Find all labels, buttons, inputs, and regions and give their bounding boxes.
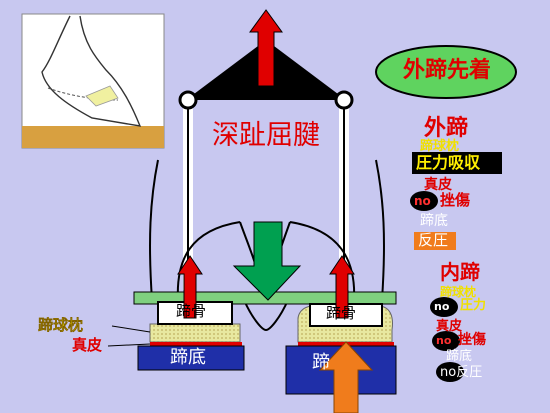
legend-decorations [410,152,502,382]
right-foot [285,303,397,395]
inner-no-badge-2: no [436,334,452,347]
outer-no-badge: no [414,194,431,208]
hoof-thumbnail [21,13,165,149]
red-arrow-right [329,255,355,319]
inner-no-badge-1: no [434,300,450,313]
right-sole-label: 蹄 [312,352,330,373]
title-badge: 外蹄先着 [402,58,491,83]
right-bone-label: 蹄骨 [326,304,357,322]
outer-cushion: 蹄球枕 [420,139,460,154]
left-foot [137,301,245,371]
outer-heading: 外蹄 [424,116,469,141]
outer-dermis: 真皮 [424,177,452,193]
left-bone-label: 蹄骨 [176,302,207,320]
outer-pressure-absorb: 圧力吸収 [416,153,481,172]
outer-counter-pressure: 反圧 [418,231,449,249]
inner-injury: 挫傷 [458,332,486,348]
red-arrow-left [177,255,203,319]
inner-heading: 内蹄 [440,260,480,284]
left-sole-label: 蹄底 [170,347,206,368]
title-badge-shape [375,45,517,99]
green-arrow-down [232,221,302,301]
left-dermis-label: 真皮 [72,336,103,354]
tendon-label: 深趾屈腱 [212,120,320,151]
orange-arrow-up [318,341,374,413]
red-arrow-top [249,9,283,87]
left-cushion-label: 蹄球枕 [38,316,84,334]
outer-sole: 蹄底 [420,213,448,229]
inner-cushion: 蹄球枕 [440,285,477,299]
inner-pressure: 圧力 [460,298,487,313]
inner-dermis: 真皮 [436,319,463,334]
inner-no-counter-pressure: no反圧 [440,365,483,380]
outer-injury: 挫傷 [440,191,471,209]
inner-sole: 蹄底 [446,349,473,364]
